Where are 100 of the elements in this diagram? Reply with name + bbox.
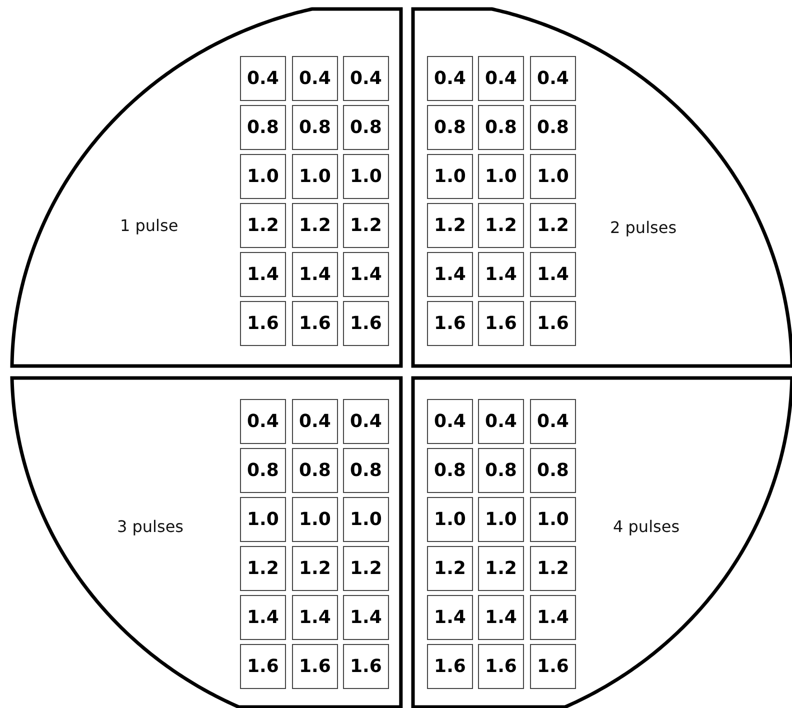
dose-cell bbox=[427, 595, 473, 640]
dose-value: 1.6 bbox=[434, 656, 466, 677]
dose-cell bbox=[342, 546, 389, 591]
wafer-quadrant bbox=[12, 9, 401, 366]
dose-value: 1.0 bbox=[350, 509, 382, 530]
dose-value: 0.4 bbox=[434, 411, 466, 432]
dose-cell bbox=[427, 448, 473, 493]
dose-value: 1.4 bbox=[350, 264, 382, 285]
dose-cell bbox=[342, 252, 389, 297]
dose-cell bbox=[427, 252, 473, 297]
wafer-quadrant bbox=[12, 378, 401, 707]
dose-cell bbox=[478, 595, 524, 640]
dose-cell bbox=[478, 399, 524, 444]
dose-value: 1.2 bbox=[485, 558, 517, 579]
dose-cell bbox=[530, 644, 576, 689]
quadrant-label: 4 pulses bbox=[613, 517, 680, 536]
dose-value: 1.6 bbox=[247, 656, 279, 677]
dose-cell bbox=[292, 497, 338, 542]
dose-value: 1.2 bbox=[434, 215, 466, 236]
dose-value: 1.6 bbox=[434, 313, 466, 334]
dose-value: 1.2 bbox=[434, 558, 466, 579]
dose-cell bbox=[530, 546, 576, 591]
dose-cell bbox=[292, 399, 338, 444]
dose-cell bbox=[240, 154, 286, 199]
dose-cell bbox=[292, 252, 338, 297]
dose-value: 1.0 bbox=[299, 166, 331, 187]
dose-cell bbox=[292, 546, 338, 591]
dose-cell bbox=[342, 595, 389, 640]
dose-cell bbox=[342, 301, 389, 346]
dose-value: 1.0 bbox=[537, 509, 569, 530]
dose-cell bbox=[240, 56, 286, 101]
dose-cell bbox=[478, 497, 524, 542]
dose-cell bbox=[240, 497, 286, 542]
dose-value: 0.4 bbox=[299, 68, 331, 89]
dose-value: 0.4 bbox=[247, 411, 279, 432]
dose-value: 1.6 bbox=[350, 313, 382, 334]
dose-value: 1.2 bbox=[485, 215, 517, 236]
dose-cell bbox=[292, 105, 338, 150]
dose-value: 0.4 bbox=[434, 68, 466, 89]
dose-cell bbox=[292, 301, 338, 346]
dose-cell bbox=[240, 301, 286, 346]
dose-cell bbox=[292, 448, 338, 493]
dose-value: 1.4 bbox=[537, 607, 569, 628]
dose-cell bbox=[530, 154, 576, 199]
dose-cell bbox=[478, 448, 524, 493]
dose-cell bbox=[240, 644, 286, 689]
dose-value: 1.0 bbox=[537, 166, 569, 187]
dose-value: 1.0 bbox=[434, 166, 466, 187]
dose-cell bbox=[240, 203, 286, 248]
dose-cell bbox=[240, 595, 286, 640]
dose-value: 1.0 bbox=[485, 509, 517, 530]
dose-value: 1.2 bbox=[247, 215, 279, 236]
dose-value: 0.8 bbox=[299, 117, 331, 138]
dose-cell bbox=[427, 105, 473, 150]
dose-cell bbox=[342, 105, 389, 150]
dose-value: 1.0 bbox=[350, 166, 382, 187]
dose-value: 0.4 bbox=[350, 68, 382, 89]
dose-cell bbox=[478, 301, 524, 346]
dose-value: 1.0 bbox=[485, 166, 517, 187]
dose-value: 0.8 bbox=[537, 460, 569, 481]
dose-value: 1.2 bbox=[350, 558, 382, 579]
dose-value: 1.4 bbox=[350, 607, 382, 628]
dose-cell bbox=[530, 252, 576, 297]
dose-cell bbox=[478, 252, 524, 297]
dose-value: 1.6 bbox=[350, 656, 382, 677]
dose-cell bbox=[530, 448, 576, 493]
dose-value: 1.4 bbox=[485, 607, 517, 628]
dose-cell bbox=[530, 105, 576, 150]
dose-cell bbox=[342, 497, 389, 542]
dose-value: 1.2 bbox=[537, 215, 569, 236]
dose-cell bbox=[240, 105, 286, 150]
dose-value: 1.2 bbox=[537, 558, 569, 579]
dose-value: 0.8 bbox=[485, 460, 517, 481]
dose-cell bbox=[240, 252, 286, 297]
dose-cell bbox=[342, 56, 389, 101]
dose-cell bbox=[292, 644, 338, 689]
wafer-quadrant bbox=[413, 378, 792, 707]
dose-cell bbox=[478, 105, 524, 150]
dose-value: 1.4 bbox=[434, 264, 466, 285]
dose-cell bbox=[530, 399, 576, 444]
dose-value: 0.8 bbox=[247, 117, 279, 138]
dose-value: 1.6 bbox=[485, 656, 517, 677]
dose-value: 1.4 bbox=[485, 264, 517, 285]
dose-cell bbox=[478, 56, 524, 101]
dose-value: 1.4 bbox=[247, 264, 279, 285]
dose-value: 1.6 bbox=[485, 313, 517, 334]
dose-cell bbox=[292, 203, 338, 248]
dose-cell bbox=[530, 203, 576, 248]
dose-value: 0.4 bbox=[247, 68, 279, 89]
dose-cell bbox=[427, 497, 473, 542]
dose-cell bbox=[240, 399, 286, 444]
dose-cell bbox=[292, 595, 338, 640]
dose-value: 1.2 bbox=[299, 558, 331, 579]
dose-cell bbox=[530, 497, 576, 542]
dose-value: 1.0 bbox=[299, 509, 331, 530]
dose-cell bbox=[530, 595, 576, 640]
dose-cell bbox=[427, 301, 473, 346]
dose-cell bbox=[342, 448, 389, 493]
dose-value: 1.4 bbox=[247, 607, 279, 628]
dose-cell bbox=[427, 56, 473, 101]
